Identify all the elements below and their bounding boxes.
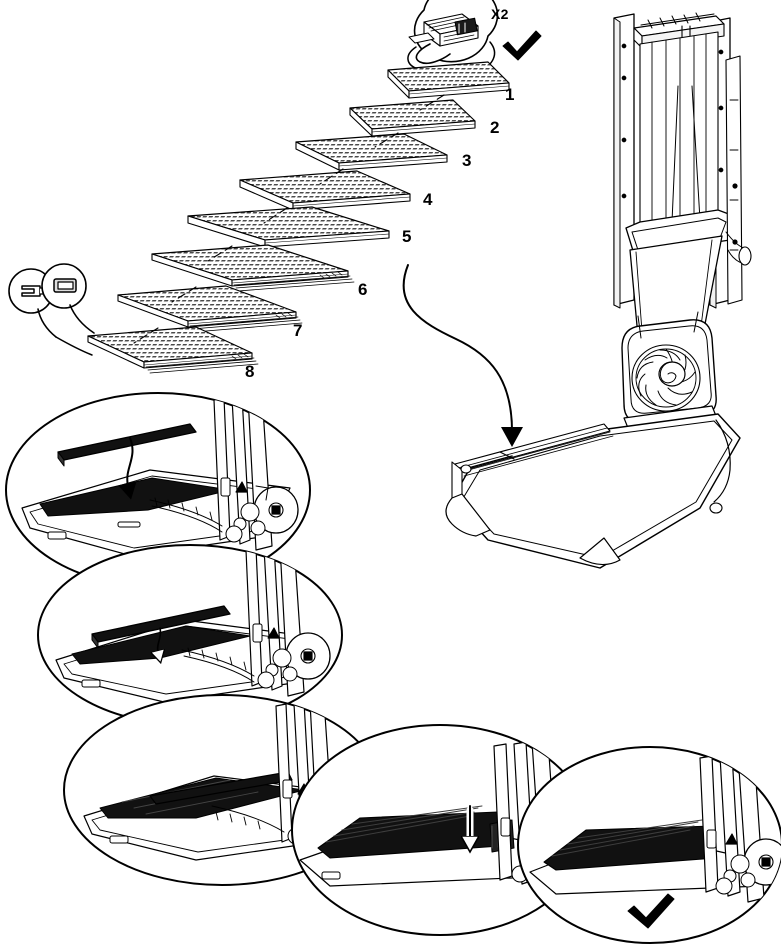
slat-label-4: 4 — [423, 190, 433, 209]
detail-view-2 — [37, 544, 343, 726]
clip-leader-line — [55, 336, 93, 356]
slat-label-2: 2 — [490, 118, 500, 137]
checkmark-icon-bottom — [627, 893, 675, 929]
checkmark-icon-top — [502, 30, 542, 61]
slat-label-6: 6 — [358, 280, 368, 299]
slat-label-7: 7 — [293, 321, 303, 340]
slat-label-3: 3 — [462, 151, 472, 170]
slat-2 — [349, 99, 476, 137]
slat-label-5: 5 — [402, 227, 412, 246]
detail-view-5 — [517, 746, 781, 944]
slat-5 — [187, 206, 390, 248]
detail-view-1 — [5, 392, 311, 588]
slat-label-8: 8 — [245, 362, 255, 381]
clip-callout-b — [41, 263, 95, 334]
slat-7 — [117, 285, 303, 333]
slat-3 — [295, 133, 448, 171]
treadmill-tower — [613, 12, 752, 359]
quantity-callout-bubble — [407, 0, 499, 93]
slat-6 — [151, 244, 355, 292]
quantity-label: X2 — [491, 6, 509, 22]
flywheel-fan — [621, 311, 717, 429]
installation-arrow — [402, 264, 523, 447]
slat-order-connectors — [133, 94, 445, 344]
slat-4 — [239, 170, 411, 211]
slat-label-1: 1 — [505, 85, 515, 104]
deck-frame — [445, 413, 741, 569]
slat-end-detail — [408, 13, 479, 47]
slat-1 — [387, 61, 510, 99]
slat-8 — [87, 326, 259, 374]
